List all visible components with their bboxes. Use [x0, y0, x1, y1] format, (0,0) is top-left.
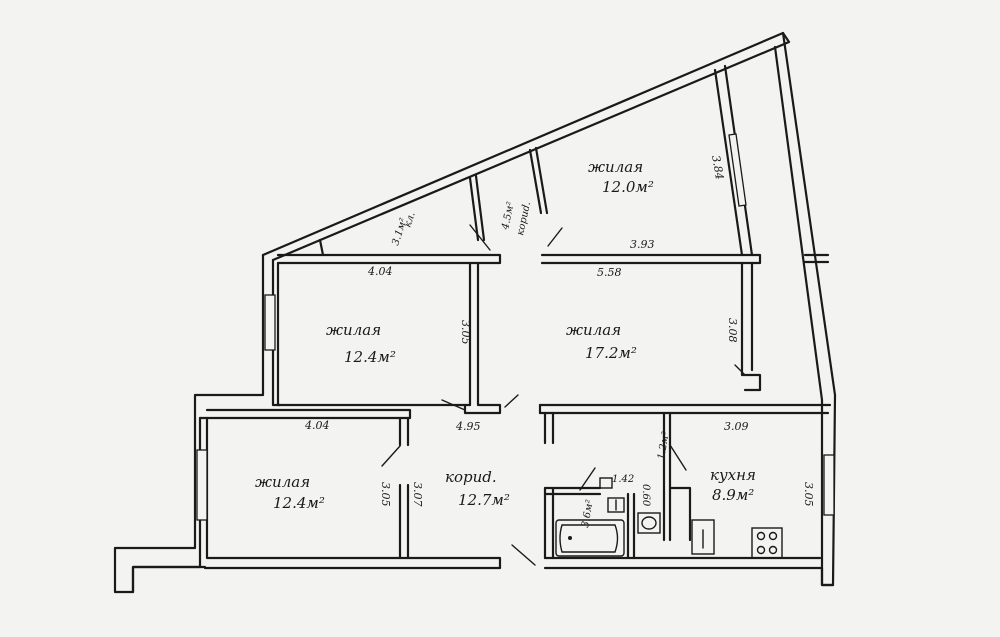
closet-1-name: кл.	[402, 211, 417, 229]
room-top-right-name: жилая	[588, 158, 643, 176]
room-center-area: 17.2м²	[585, 344, 637, 362]
ventilation-box	[599, 477, 613, 489]
window-left-upper	[264, 294, 276, 351]
dim-384: 3.84	[709, 154, 726, 180]
window-left-lower	[196, 449, 208, 521]
dim-404-bottom: 4.04	[304, 419, 330, 432]
dim-305-a: 3.05	[459, 320, 472, 345]
room-top-right-area: 12.0м²	[602, 178, 654, 196]
dim-309: 3.09	[724, 420, 749, 433]
corridor-name: кориd.	[445, 468, 497, 486]
dim-305-b: 3.05	[379, 482, 392, 507]
dim-142: 1.42	[612, 474, 634, 485]
dim-495: 4.95	[455, 420, 481, 433]
window-top-right	[728, 133, 747, 207]
dim-307: 3.07	[411, 482, 424, 507]
toilet-icon	[607, 497, 625, 513]
dim-393: 3.93	[630, 238, 655, 251]
fixtures	[555, 477, 783, 559]
dim-558: 5.58	[597, 266, 622, 279]
dim-060: 0.60	[640, 484, 651, 507]
room-bottom-left-area: 12.4м²	[273, 494, 325, 512]
room-center-name: жилая	[566, 321, 621, 339]
kitchen-area: 8.9м²	[712, 486, 754, 504]
windows	[196, 133, 835, 521]
corridor-area: 12.7м²	[458, 491, 510, 509]
room-bottom-left-name: жилая	[255, 473, 310, 491]
sink-icon	[637, 512, 661, 534]
window-right-lower	[823, 454, 835, 516]
bathtub-icon	[555, 519, 625, 557]
dim-305-c: 3.05	[802, 482, 815, 507]
room-top-left-name: жилая	[326, 321, 381, 339]
kitchen-sink-icon	[691, 519, 715, 555]
dimension-labels: 4.04 5.58 3.93 3.84 3.05 3.08 4.04 4.95 …	[304, 154, 815, 507]
kitchen-name: кухня	[710, 466, 756, 484]
stove-icon	[751, 527, 783, 559]
room-top-left-area: 12.4м²	[344, 348, 396, 366]
internal-walls	[205, 146, 832, 566]
wc-area: 1.2м²	[656, 431, 672, 461]
bath-area: 3.6м²	[580, 499, 596, 529]
dim-404-top: 4.04	[367, 265, 393, 278]
dim-308: 3.08	[726, 318, 739, 343]
